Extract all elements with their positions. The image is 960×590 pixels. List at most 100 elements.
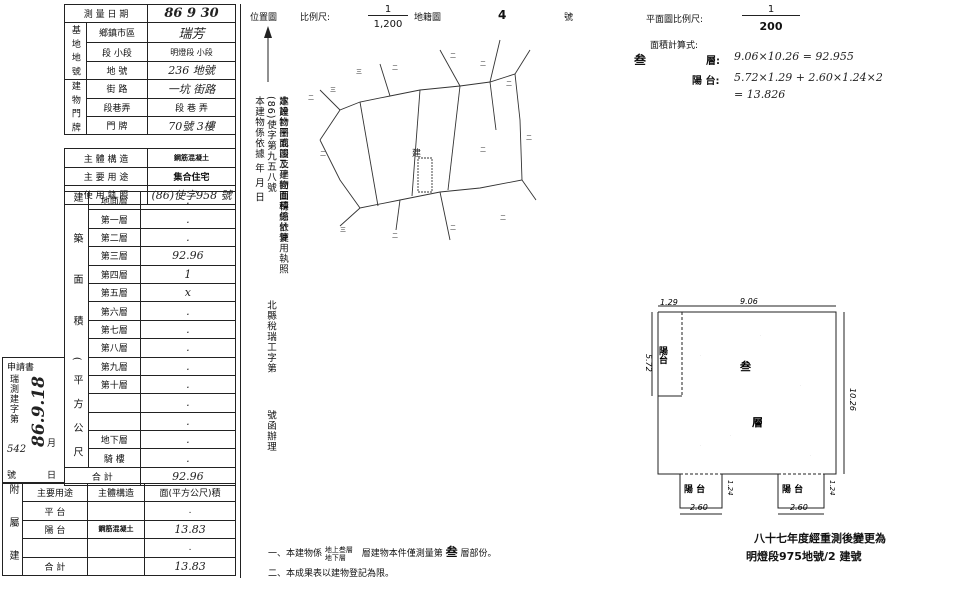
change-note-line-2: 明燈段975地號/2 建號: [746, 550, 862, 563]
att-struct: 鋼筋混凝土: [86, 519, 146, 540]
att-use: [22, 538, 88, 558]
dim-left: 5.72: [644, 354, 653, 372]
door-group-label: 建 物 門 牌: [64, 79, 87, 136]
floor-row: 第二層.: [65, 227, 237, 248]
dim-small-right: 1.24: [828, 480, 836, 496]
floor-plan-drawing: ... ... 1.29 9.06 5.72 10.26 2.60 2.60 1…: [644, 297, 857, 515]
att-use: 陽 台: [22, 519, 88, 540]
north-arrow-icon: [264, 26, 272, 82]
svg-text:二: 二: [320, 151, 326, 158]
plan-scale-den: 200: [759, 20, 783, 33]
location-map-label: 地籍圖: [414, 13, 442, 23]
floor-label: 第七層: [87, 319, 141, 340]
floor-row: .: [65, 393, 237, 413]
note1-mid: 層建物本件僅測量第: [361, 549, 443, 559]
section-value: 明燈段 小段: [147, 42, 236, 62]
svg-text:二: 二: [480, 147, 486, 154]
application-box: 申請書 瑞測建字第 542 86.9.18 月 號 日: [2, 357, 64, 483]
statement-col-4: 號函辦理: [265, 410, 276, 452]
att-header-struct: 主體構造: [86, 482, 146, 503]
plan-scale-num: 1: [742, 4, 800, 16]
total-value: 92.96: [139, 466, 237, 487]
dim-top: 9.06: [740, 297, 758, 306]
att-struct: [86, 538, 146, 558]
main-structure-label: 主 體 構 造: [63, 148, 149, 168]
floor-label: [87, 411, 141, 432]
section-label: 段 小段: [85, 42, 149, 62]
svg-text:.: .: [810, 452, 811, 457]
floor-value: .: [139, 301, 237, 321]
att-use: 平 台: [22, 501, 88, 521]
att-header-area: 面(平方公尺)積: [144, 482, 236, 503]
floor-value: .: [139, 319, 237, 340]
application-no: 542: [7, 444, 27, 455]
floor-label: 地下層: [87, 430, 141, 450]
location-map-title: 位置圖: [250, 13, 278, 23]
note-1: 一、本建物係 地上叁層 地下層 層建物本件僅測量第 叁 層部份。: [268, 543, 497, 562]
room-balcony-bottom-right: 陽 台: [782, 483, 803, 495]
floor-value: .: [139, 227, 237, 248]
street-label: 街 路: [85, 79, 149, 99]
floor-name: 叁: [634, 53, 647, 67]
floor-formula-label: 層:: [706, 56, 720, 67]
att-area: 13.83: [144, 519, 236, 540]
statement-col-3: 北縣稅瑞工字第: [265, 300, 276, 374]
statement-col-1: 本建物係依據 年 月 日: [253, 96, 264, 203]
dim-bottom-left: 2.60: [690, 503, 708, 512]
room-main-1: 叁: [739, 359, 752, 373]
application-sub: 瑞測建字第: [8, 374, 18, 424]
main-use-value: 集合住宅: [147, 166, 236, 187]
svg-text:二: 二: [392, 233, 398, 240]
floor-row: 第一層.: [65, 209, 237, 229]
note1-suffix: 層部份。: [460, 549, 497, 559]
floor-label: 騎 樓: [87, 448, 141, 468]
dim-top-left: 1.29: [660, 298, 678, 307]
township-value: 瑞芳: [147, 22, 236, 44]
land-no-value: 236 地號: [147, 60, 236, 81]
lane-value: 段 巷 弄: [147, 97, 236, 117]
floor-value: .: [139, 411, 237, 432]
svg-text:.: .: [760, 332, 761, 337]
floor-value: .: [139, 393, 237, 413]
floor-label: 第二層: [87, 227, 141, 248]
base-group-label: 基 地 地 號: [64, 22, 87, 81]
svg-text:.: .: [730, 432, 731, 437]
attached-building-table: 附 屬 建 物 主要用途 主體構造 面(平方公尺)積 平 台 . 陽 台 鋼筋混…: [2, 482, 236, 576]
floor-value: .: [139, 356, 237, 376]
floor-value: .: [139, 338, 237, 358]
floor-label: 地面層: [87, 190, 141, 211]
floor-label: 第四層: [87, 264, 141, 284]
cadastral-map: 二三三 二二二 二二三 二二二 二二 建: [308, 39, 537, 241]
svg-text:二: 二: [450, 225, 456, 232]
att-struct: [86, 556, 146, 576]
door-label: 門 牌: [85, 115, 149, 136]
floor-row: 第六層.: [65, 301, 237, 321]
floor-value: 92.96: [139, 246, 237, 266]
floor-value: x: [139, 282, 237, 303]
floor-row: 騎 樓.: [65, 448, 237, 468]
note-2: 二、本成果表以建物登記為限。: [268, 569, 395, 579]
floor-label: [87, 393, 141, 413]
att-struct: [86, 501, 146, 521]
room-balcony-left: 陽台: [657, 346, 668, 365]
floor-row: 地下層.: [65, 430, 237, 450]
floor-label: 第八層: [87, 338, 141, 358]
floor-value: 1: [139, 264, 237, 284]
att-area: .: [144, 538, 236, 558]
survey-date-label: 測 量 日 期: [63, 3, 149, 24]
floor-value: .: [139, 374, 237, 395]
room-balcony-bottom-left: 陽 台: [684, 483, 705, 495]
svg-text:.: .: [800, 382, 801, 387]
att-area: 13.83: [144, 556, 236, 576]
note1-floors: 地上叁層 地下層: [324, 545, 353, 562]
floor-row: 第八層.: [65, 338, 237, 358]
svg-text:三: 三: [340, 227, 346, 234]
dim-small-left: 1.24: [726, 480, 734, 496]
att-area: .: [144, 501, 236, 521]
application-date: 86.9.18: [29, 376, 49, 447]
floor-row: 建 築 面 積 (平方公尺)地面層.: [64, 190, 237, 468]
